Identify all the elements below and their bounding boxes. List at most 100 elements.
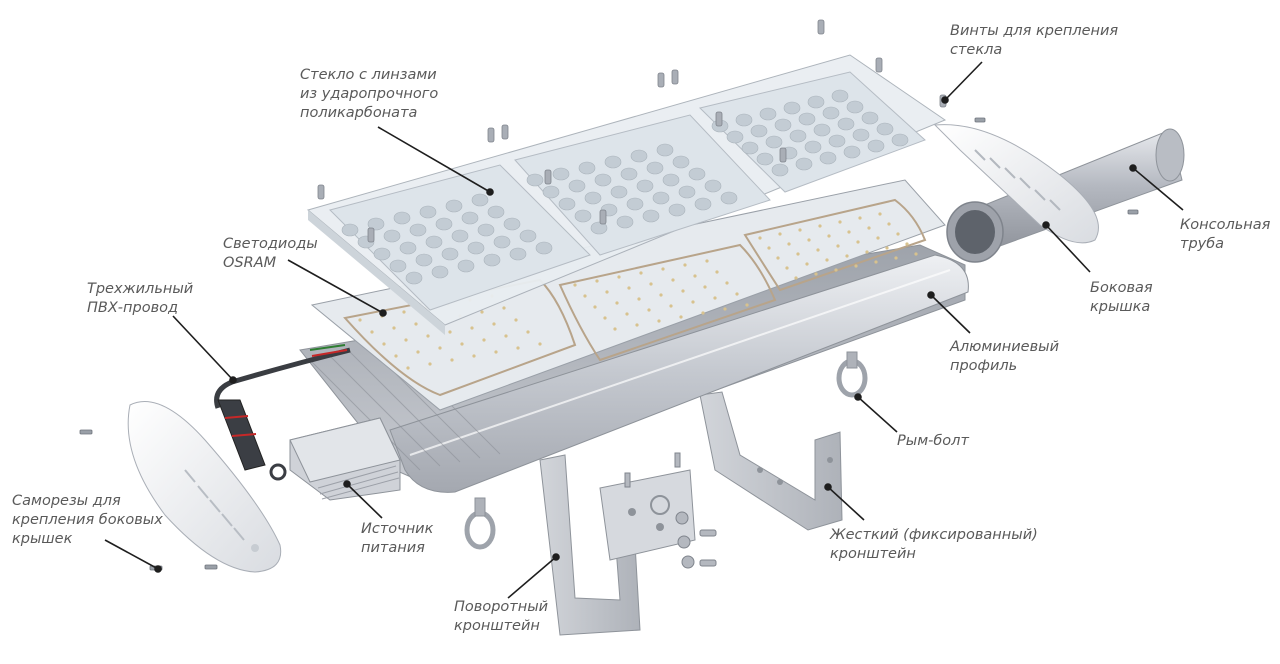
led-chip (470, 326, 474, 330)
lens (441, 247, 459, 261)
led-chip (767, 246, 771, 250)
label-eye-bolt: Рым-болт (897, 433, 969, 449)
led-chip (394, 354, 398, 358)
led-chip (785, 266, 789, 270)
lens (487, 205, 505, 219)
lens (604, 155, 622, 169)
lens (662, 173, 680, 187)
lens (831, 89, 849, 103)
lens (688, 167, 706, 181)
led-chip (836, 244, 840, 248)
led-chip (805, 262, 809, 266)
led-chip (416, 350, 420, 354)
led-chip (661, 267, 665, 271)
led-chip (887, 222, 891, 226)
led-chip (778, 232, 782, 236)
led-chip (406, 366, 410, 370)
led-chip (639, 271, 643, 275)
lens (822, 106, 840, 120)
led-chip (526, 330, 530, 334)
led-chip (787, 242, 791, 246)
led-chip (858, 216, 862, 220)
lens (445, 199, 463, 213)
lens (819, 151, 837, 165)
lens (409, 223, 427, 237)
led-chip (794, 276, 798, 280)
lens (756, 152, 774, 166)
led-chip (392, 326, 396, 330)
lens (694, 197, 712, 211)
lens (843, 145, 861, 159)
led-chip (854, 264, 858, 268)
led-chip (693, 274, 697, 278)
led-chip (613, 327, 617, 331)
led-chip (404, 338, 408, 342)
led-chip (691, 300, 695, 304)
lens (419, 205, 437, 219)
led-chip (625, 312, 629, 316)
lens (451, 229, 469, 243)
lens (750, 124, 768, 138)
led-chip (679, 315, 683, 319)
led-chip (885, 246, 889, 250)
led-chip (514, 318, 518, 322)
led-chip (595, 279, 599, 283)
label-console-pipe: Консольная труба (1180, 217, 1271, 252)
lens (626, 197, 644, 211)
leader-lines (104, 61, 1184, 599)
lens (846, 100, 864, 114)
lens (594, 173, 612, 187)
led-chip (482, 338, 486, 342)
lens (672, 155, 690, 169)
led-chip (816, 248, 820, 252)
label-glass-with-lenses: Стекло с линзами из ударопрочного полика… (300, 67, 439, 121)
lens (620, 167, 638, 181)
lens (574, 209, 592, 223)
led-chip (460, 342, 464, 346)
lens (726, 130, 744, 144)
lens (656, 143, 674, 157)
led-boards (310, 179, 946, 411)
led-chip (725, 281, 729, 285)
led-chip (847, 230, 851, 234)
led-chip (838, 220, 842, 224)
led-chip (905, 242, 909, 246)
lens (367, 217, 385, 231)
led-chip (494, 350, 498, 354)
lens (425, 235, 443, 249)
label-osram-leds: Светодиоды OSRAM (223, 236, 318, 271)
lens (467, 241, 485, 255)
lens (798, 112, 816, 126)
lens (720, 191, 738, 205)
label-glass-screws: Винты для крепления стекла (950, 23, 1119, 58)
lens (735, 113, 753, 127)
led-chip (502, 306, 506, 310)
lens (652, 191, 670, 205)
three-core-pvc-wire (214, 344, 351, 481)
led-chip (649, 282, 653, 286)
led-chip (669, 304, 673, 308)
side-cover-right (933, 124, 1099, 244)
side-cover-left (127, 401, 282, 573)
led-chip (426, 334, 430, 338)
lens (610, 185, 628, 199)
led-chip (818, 224, 822, 228)
led-chip (593, 305, 597, 309)
lens (741, 141, 759, 155)
lens (837, 117, 855, 131)
lens (471, 193, 489, 207)
led-chip (358, 318, 362, 322)
led-chip (896, 232, 900, 236)
led-chip (745, 303, 749, 307)
lens (590, 221, 608, 235)
lens (789, 129, 807, 143)
lens (584, 191, 602, 205)
lens (415, 253, 433, 267)
led-chip (617, 275, 621, 279)
lens (813, 123, 831, 137)
led-chip (825, 258, 829, 262)
led-chip (627, 286, 631, 290)
lens (457, 259, 475, 273)
led-chip (516, 346, 520, 350)
lens (774, 118, 792, 132)
